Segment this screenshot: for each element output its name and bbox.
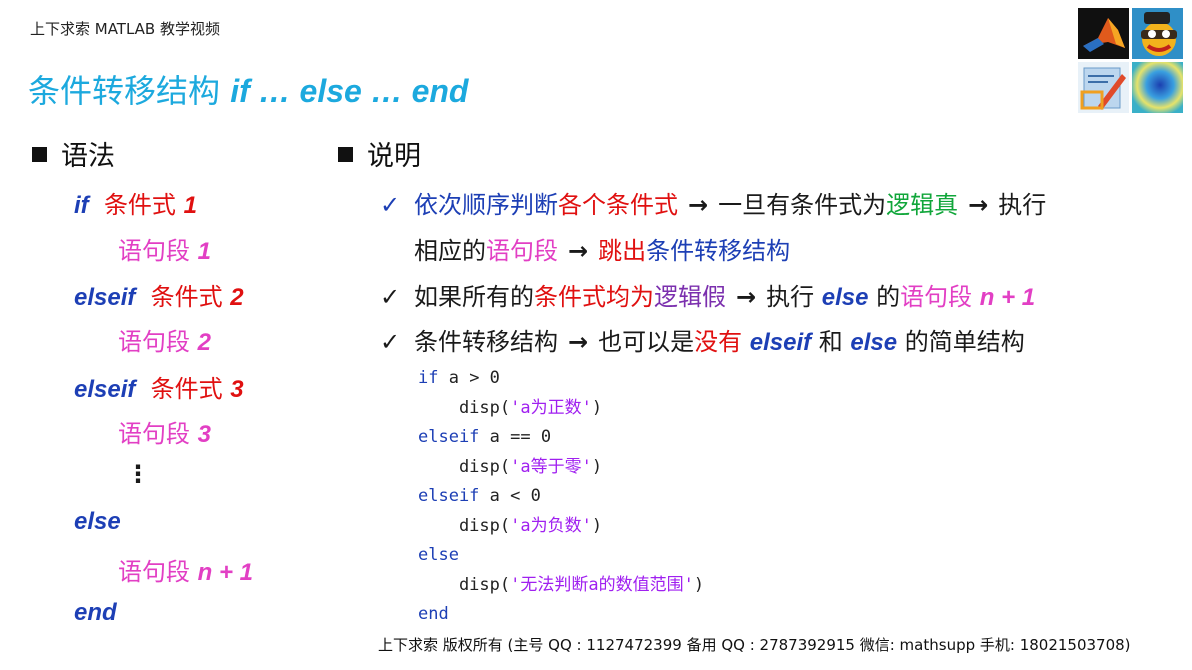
title-cn: 条件转移结构 (28, 72, 221, 110)
code-line: if a > 0 (418, 368, 500, 388)
check-icon: ✓ (380, 283, 401, 311)
code-line: elseif a == 0 (418, 427, 552, 447)
syntax-else-line: else (74, 508, 121, 535)
syntax-elseif1-line: elseif 条件式 2 (74, 283, 244, 311)
bullet-square-icon (32, 147, 47, 162)
ruler-chart-logo-icon (1078, 62, 1129, 113)
syntax-elseif2-line: elseif 条件式 3 (74, 375, 244, 403)
slide-title: 条件转移结构 if … else … end (28, 66, 468, 112)
arrow-icon: → (568, 237, 589, 265)
arrow-icon: → (968, 191, 989, 219)
syntax-if-line: if 条件式 1 (74, 191, 197, 219)
syntax-block2: 语句段 2 (118, 328, 211, 356)
code-line: disp('a为负数') (418, 515, 603, 536)
syntax-ellipsis: ⋮ (126, 460, 150, 488)
explanation-bullet-2: ✓如果所有的条件式均为逻辑假→执行 else 的语句段 n + 1 (380, 283, 1036, 311)
code-line: disp('无法判断a的数值范围') (418, 574, 705, 595)
explanation-heading: 说明 (338, 134, 421, 173)
arrow-icon: → (568, 328, 589, 356)
code-line: disp('a为正数') (418, 397, 603, 418)
header-caption: 上下求索 MATLAB 教学视频 (30, 20, 220, 38)
code-line: disp('a等于零') (418, 456, 603, 477)
syntax-block1: 语句段 1 (118, 237, 211, 265)
syntax-blockn: 语句段 n + 1 (118, 558, 253, 586)
explanation-bullet-1: ✓依次顺序判断各个条件式→一旦有条件式为逻辑真→执行 (380, 191, 1047, 219)
footer-copyright: 上下求索 版权所有 (主号 QQ : 1127472399 备用 QQ : 27… (378, 636, 1131, 654)
bullet-square-icon (338, 147, 353, 162)
syntax-end-line: end (74, 599, 117, 626)
syntax-block3: 语句段 3 (118, 420, 211, 448)
syntax-heading: 语法 (32, 134, 115, 173)
title-keywords: if … else … end (230, 73, 469, 109)
code-example: if a > 0 disp('a为正数') elseif a == 0 disp… (418, 364, 704, 630)
arrow-icon: → (688, 191, 709, 219)
check-icon: ✓ (380, 191, 401, 219)
code-line: else (418, 545, 459, 565)
arrow-icon: → (736, 283, 757, 311)
code-line: elseif a < 0 (418, 486, 541, 506)
logo-grid (1078, 8, 1184, 114)
explanation-bullet-1-cont: 相应的语句段→跳出条件转移结构 (414, 237, 791, 265)
explanation-bullet-3: ✓条件转移结构→也可以是没有 elseif 和 else 的简单结构 (380, 328, 1025, 356)
matlab-logo-icon (1078, 8, 1129, 59)
check-icon: ✓ (380, 328, 401, 356)
code-line: end (418, 604, 449, 624)
game-logo-icon (1132, 8, 1183, 59)
heatmap-logo-icon (1132, 62, 1183, 113)
